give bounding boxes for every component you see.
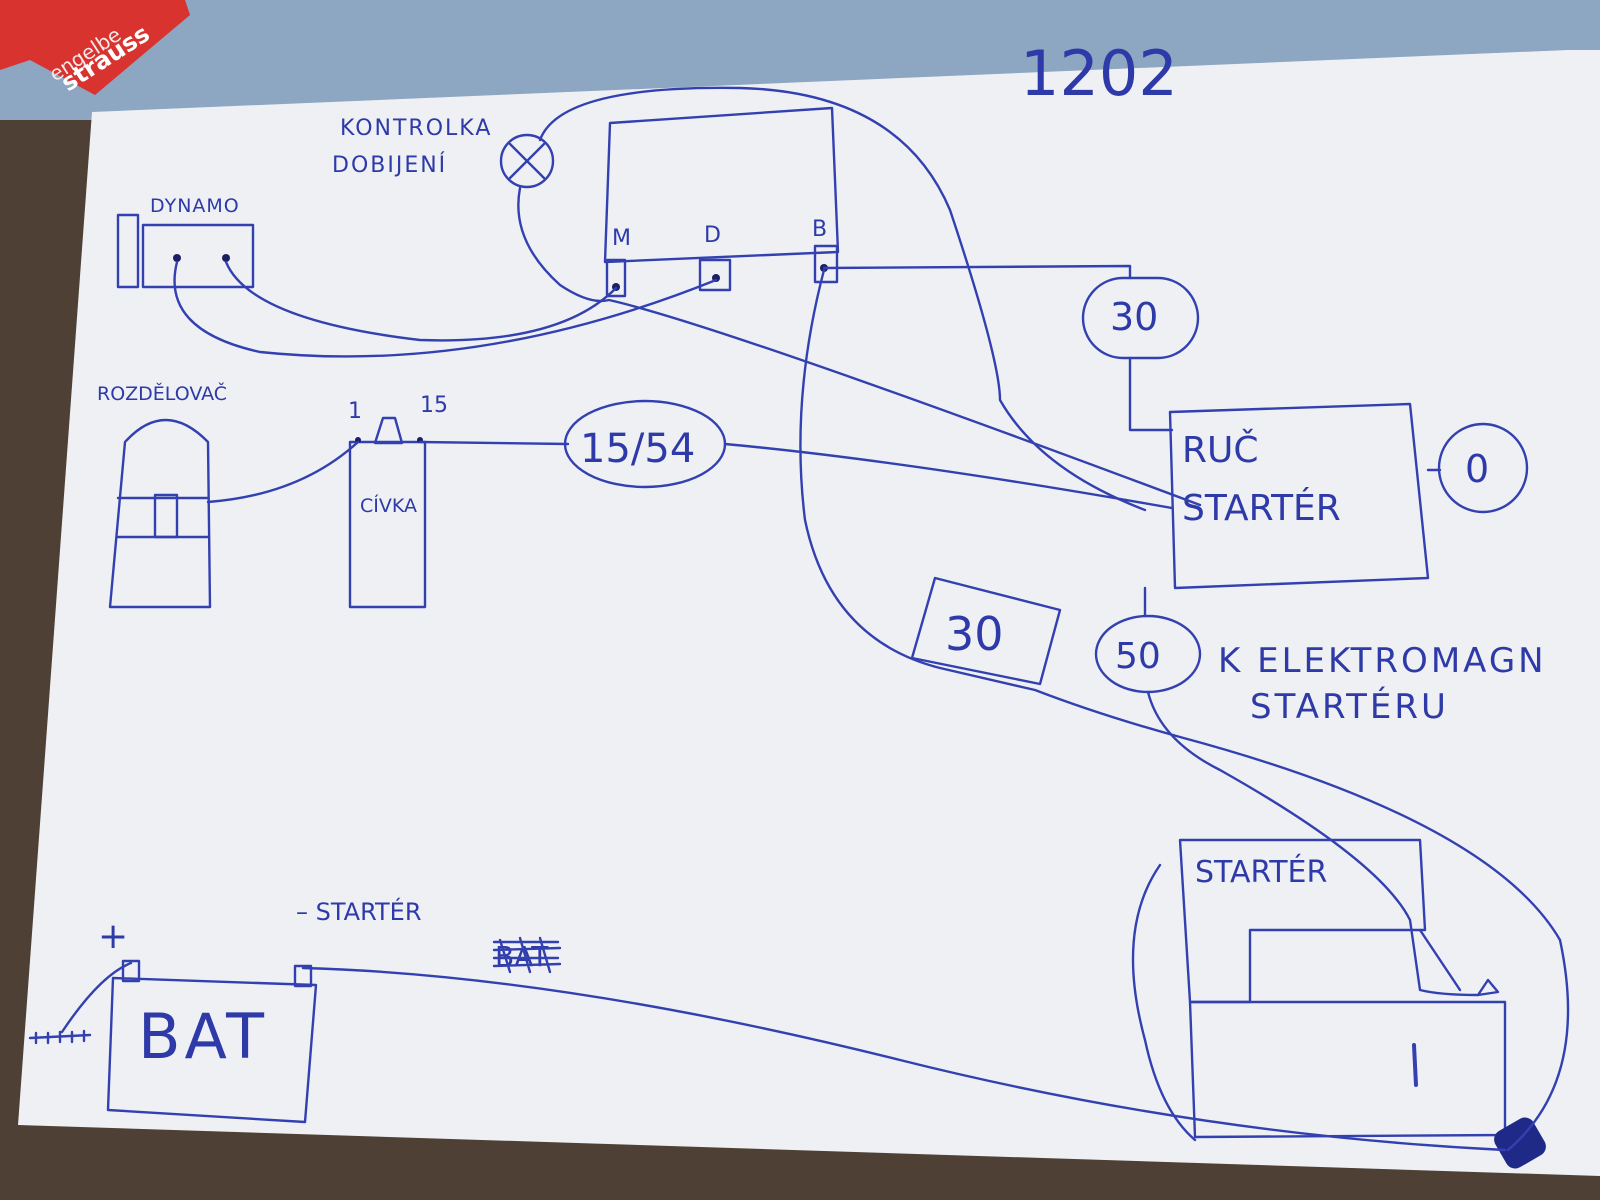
solenoid-label-line2: STARTÉRU (1250, 686, 1449, 727)
starter-label: STARTÉR (1195, 854, 1327, 890)
wires (60, 86, 1570, 1152)
wire-15-54-to-starter (723, 442, 1174, 510)
paper-sheet (18, 50, 1600, 1176)
manual-starter-zero-label: 0 (1465, 447, 1489, 491)
coil-label: CÍVKA (360, 494, 417, 517)
wire-lamp-to-m (517, 186, 1202, 507)
coil-terminal-1: 1 (348, 399, 362, 424)
solenoid-label-line1: K ELEKTROMAGN (1218, 641, 1547, 681)
terminal-30-top-oval (1081, 276, 1200, 360)
wire-distributor-to-coil (206, 440, 360, 504)
wire-lamp-to-starter (538, 86, 1147, 512)
wire-30-to-starter (1128, 356, 1174, 432)
wire-50-to-starter (1146, 690, 1480, 997)
coil-terminal-15: 15 (420, 393, 448, 418)
dynamo-label: DYNAMO (150, 195, 240, 217)
terminal-50-label: 50 (1115, 636, 1161, 677)
regulator-box (603, 106, 840, 298)
manual-starter-label-line2: STARTÉR (1182, 487, 1341, 529)
regulator-terminal-d: D (704, 223, 721, 248)
sheet-number: 1202 (1020, 37, 1178, 110)
battery-plus: + (98, 916, 128, 957)
battery (106, 959, 318, 1124)
terminal-30-mid-label: 30 (945, 607, 1004, 661)
terminal-15-54-label: 15/54 (580, 426, 695, 472)
regulator-terminal-b: B (812, 217, 827, 242)
charge-lamp-label-line2: DOBIJENÍ (332, 152, 447, 178)
ground-symbol (28, 1029, 92, 1045)
distributor (108, 418, 212, 609)
distributor-label: ROZDĚLOVAČ (97, 381, 227, 405)
wire-starter-to-mid-30 (1418, 928, 1462, 992)
ignition-coil (348, 416, 427, 609)
wire-battery-minus-to-starter (301, 966, 1507, 1152)
battery-label: BAT (138, 1000, 268, 1073)
terminal-30-top-label: 30 (1110, 295, 1158, 339)
wire-dynamo-to-m (224, 260, 618, 342)
scribble-box: BAT (492, 936, 562, 974)
terminal-30-mid-box (910, 576, 1062, 686)
manual-starter-zero-circle (1437, 422, 1529, 514)
manual-starter-box (1168, 402, 1430, 590)
charge-lamp (499, 133, 555, 189)
dynamo (116, 213, 255, 289)
charge-lamp-label-line1: KONTROLKA (340, 116, 492, 141)
wire-coil-to-15-54 (418, 440, 570, 446)
wire-dynamo-to-d (173, 260, 718, 358)
wire-b-to-30 (822, 264, 1132, 280)
manual-starter-label-line1: RUČ (1182, 429, 1259, 471)
starter-motor (1131, 838, 1546, 1169)
wire-battery-plus-ground (60, 961, 133, 1034)
battery-minus-note: – STARTÉR (296, 897, 422, 926)
wire-b-to-starter-motor (799, 268, 1570, 1152)
regulator-terminal-m: M (612, 226, 631, 251)
